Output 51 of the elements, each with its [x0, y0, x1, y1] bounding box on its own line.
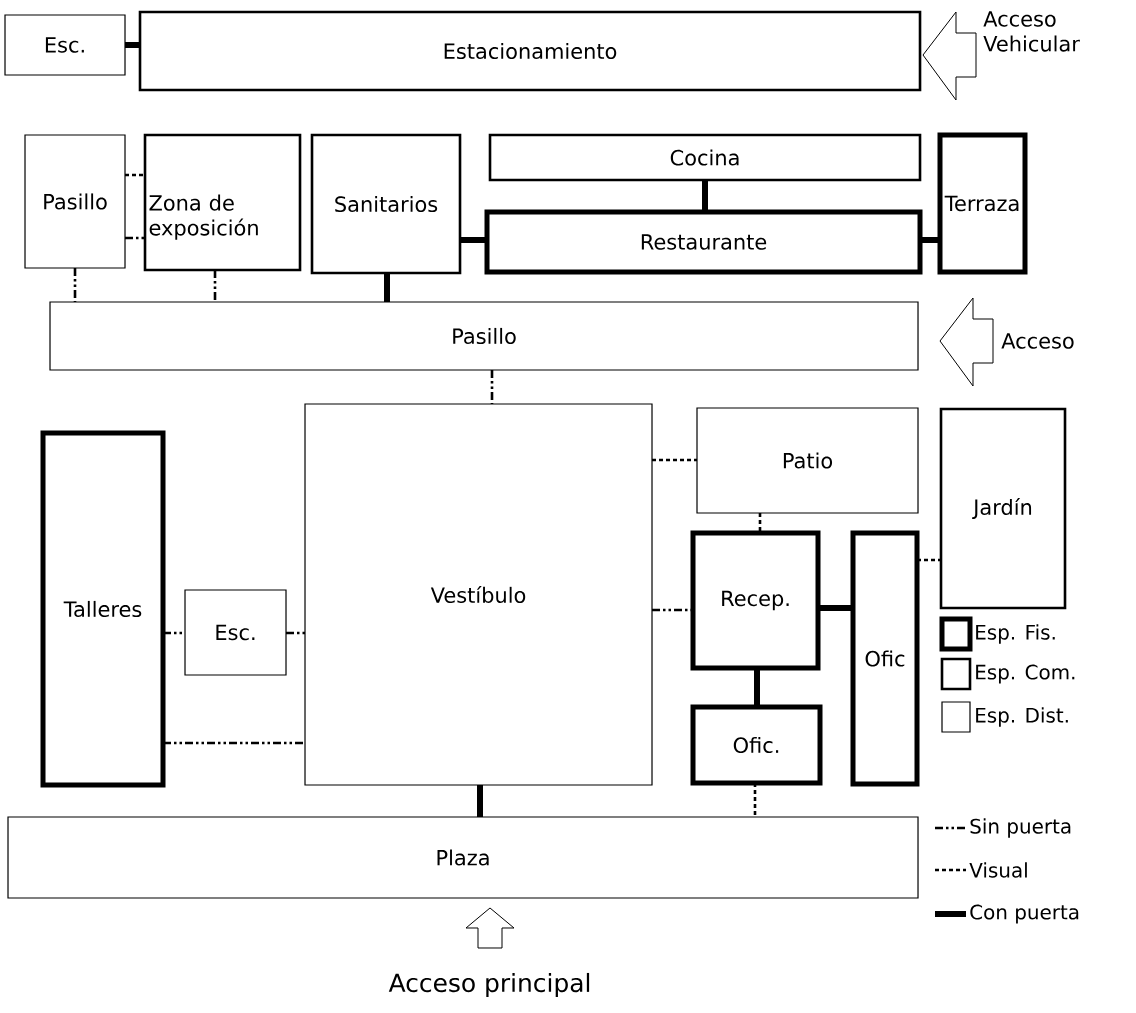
connector-line [490, 370, 494, 404]
connector-line [753, 783, 757, 817]
room-box: Cocina [488, 133, 922, 182]
room-box: Plaza [7, 816, 919, 899]
block-arrow [939, 297, 994, 387]
connector-line [163, 741, 305, 745]
connector-line [920, 237, 940, 243]
room-box: Jardín [939, 407, 1067, 610]
legend-label: Esp. Fis. [976, 624, 1055, 644]
room-box: Estacionamiento [138, 10, 922, 92]
connector-line [73, 268, 77, 302]
legend-label: Sin puerta [970, 818, 1071, 838]
connector-line [460, 237, 487, 243]
access-label: Acceso Vehicular [983, 11, 1080, 52]
connector-line [125, 173, 145, 177]
room-box: Vestíbulo [304, 403, 653, 786]
connector-line [652, 608, 693, 612]
connector-line [917, 558, 941, 562]
room-box: Recep. [690, 530, 821, 671]
legend-label: Esp. Com. [976, 664, 1075, 684]
room-box: Zona de exposición [143, 133, 302, 272]
legend-label: Con puerta [970, 904, 1079, 924]
connector-line [652, 458, 697, 462]
connector-line [758, 513, 762, 533]
connector-line [213, 270, 217, 302]
room-box: Pasillo [24, 134, 126, 269]
room-box: Ofic [850, 530, 920, 787]
room-box: Restaurante [484, 209, 923, 275]
connector-line [818, 605, 853, 611]
connector-line [477, 785, 483, 817]
room-box: Ofic. [690, 704, 823, 786]
block-arrow [465, 907, 515, 949]
room-box: Terraza [937, 132, 1028, 275]
room-box: Sanitarios [310, 133, 462, 275]
legend-label: Visual [969, 862, 1027, 878]
room-box: Esc. [4, 14, 126, 76]
block-arrow [922, 11, 977, 101]
connector-line [125, 236, 145, 240]
connector-line [754, 668, 760, 707]
room-box: Pasillo [49, 301, 919, 371]
connector-line [702, 180, 708, 212]
access-label: Acceso [1001, 333, 1074, 349]
access-label: Acceso principal [388, 972, 590, 998]
connector-line [163, 631, 185, 635]
room-box: Patio [696, 407, 919, 514]
legend-label: Esp. Dist. [976, 707, 1068, 727]
connector-line [286, 631, 305, 635]
connector-line [125, 42, 140, 48]
connector-line [384, 273, 390, 302]
room-box: Talleres [40, 430, 166, 788]
room-box: Esc. [184, 589, 287, 676]
